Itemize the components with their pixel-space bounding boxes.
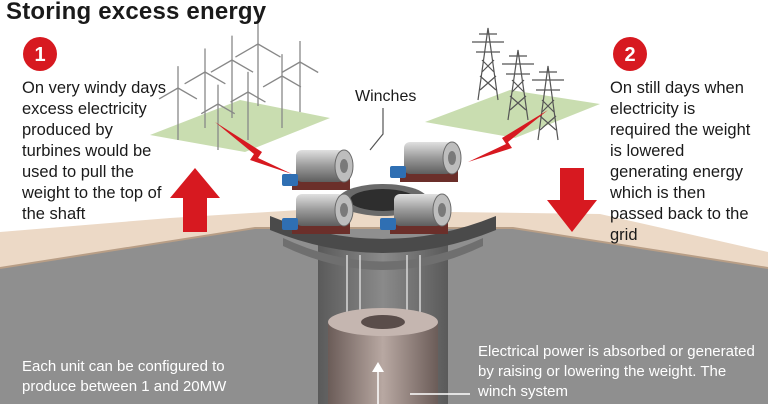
winch-platform [270,216,496,253]
capacity-note: Each unit can be configured to produce b… [22,358,227,395]
pylon-icon [502,49,534,121]
wind-turbines [158,17,319,150]
wind-turbine-icon [230,71,266,140]
step-2-number: 2 [624,44,635,66]
wind-turbine-icon [200,84,236,150]
wind-turbine-icon [210,35,254,118]
winches-label: Winches [355,88,417,105]
diagram-title: Storing excess energy [6,0,267,25]
electricity-pylons [472,27,564,141]
lightning-bolt-icon [215,122,292,174]
lightning-bolt-icon [468,110,548,162]
up-arrow-icon [170,168,220,232]
wind-turbine-icon [235,17,281,106]
pointer-arrowhead [372,362,384,372]
power-note: Electrical power is absorbed or generate… [478,343,755,400]
step-2-text: On still days when electricity is requir… [610,79,751,244]
wind-farm-field [150,100,330,152]
winches-pointer [369,108,384,151]
step-1-number: 1 [34,44,45,66]
winch-icon [282,149,354,190]
wind-turbine-icon [281,41,319,112]
winch-icon [282,193,354,234]
step-2-badge: 2 [613,37,647,71]
winch-icon [390,141,462,182]
winches [282,141,462,234]
winch-icon [380,193,452,234]
wind-turbine-icon [184,48,226,128]
step-1-text: On very windy days excess electricity pr… [22,79,166,223]
step-1-badge: 1 [23,37,57,71]
pylon-field [425,90,600,138]
wind-turbine-icon [158,66,198,140]
winch-cables [346,255,421,318]
shaft-rim [283,238,483,270]
pylon-icon [472,27,504,101]
weight-hole [361,315,405,329]
down-arrow-icon [547,168,597,232]
